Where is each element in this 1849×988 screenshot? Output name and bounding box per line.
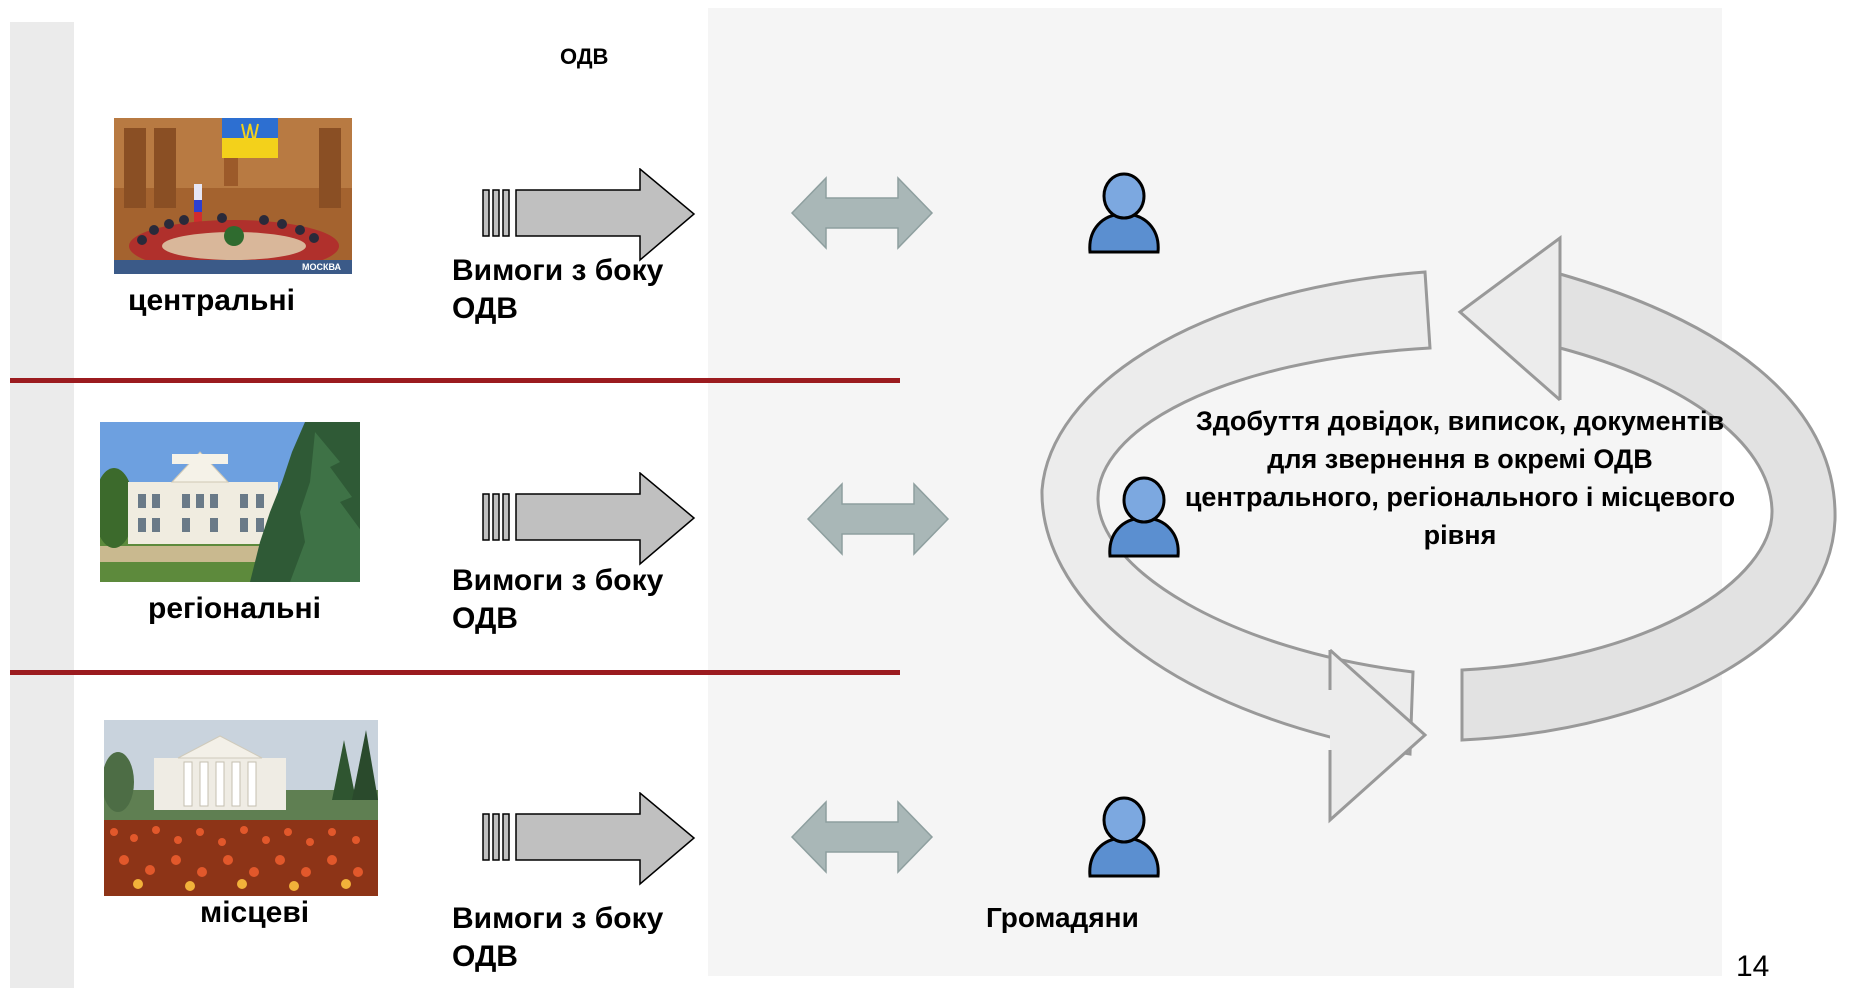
requirement-text-1: Вимоги з боку ОДВ [452, 254, 664, 325]
citizens-label: Громадяни [986, 902, 1139, 933]
double-arrow-1 [790, 176, 934, 250]
center-description: Здобуття довідок, виписок, документів дл… [1184, 406, 1736, 550]
person-icon [1104, 474, 1184, 560]
level-label-central: центральні [128, 284, 295, 317]
requirement-arrow-3 [482, 792, 696, 886]
photo-regional-building [100, 422, 360, 582]
right-panel [708, 8, 1722, 976]
slide-title: ОДВ [560, 44, 609, 69]
requirement-arrow-2 [482, 472, 696, 566]
level-label-regional: регіональні [148, 592, 321, 625]
person-icon [1084, 170, 1164, 256]
level-label-local: місцеві [200, 896, 310, 929]
double-arrow-2 [806, 482, 950, 556]
requirement-text-3: Вимоги з боку ОДВ [452, 902, 664, 973]
page-number: 14 [1736, 950, 1770, 983]
requirement-text-2: Вимоги з боку ОДВ [452, 564, 664, 635]
divider-line-2 [10, 670, 900, 675]
photo-government-hall: МОСКВА [114, 118, 352, 274]
divider-line-1 [10, 378, 900, 383]
person-icon [1084, 794, 1164, 880]
double-arrow-3 [790, 800, 934, 874]
left-strip [10, 22, 74, 988]
photo-local-building [104, 720, 378, 896]
circular-arrows [1030, 230, 1849, 830]
photo-caption: МОСКВА [302, 262, 342, 272]
requirement-arrow-1 [482, 168, 696, 262]
